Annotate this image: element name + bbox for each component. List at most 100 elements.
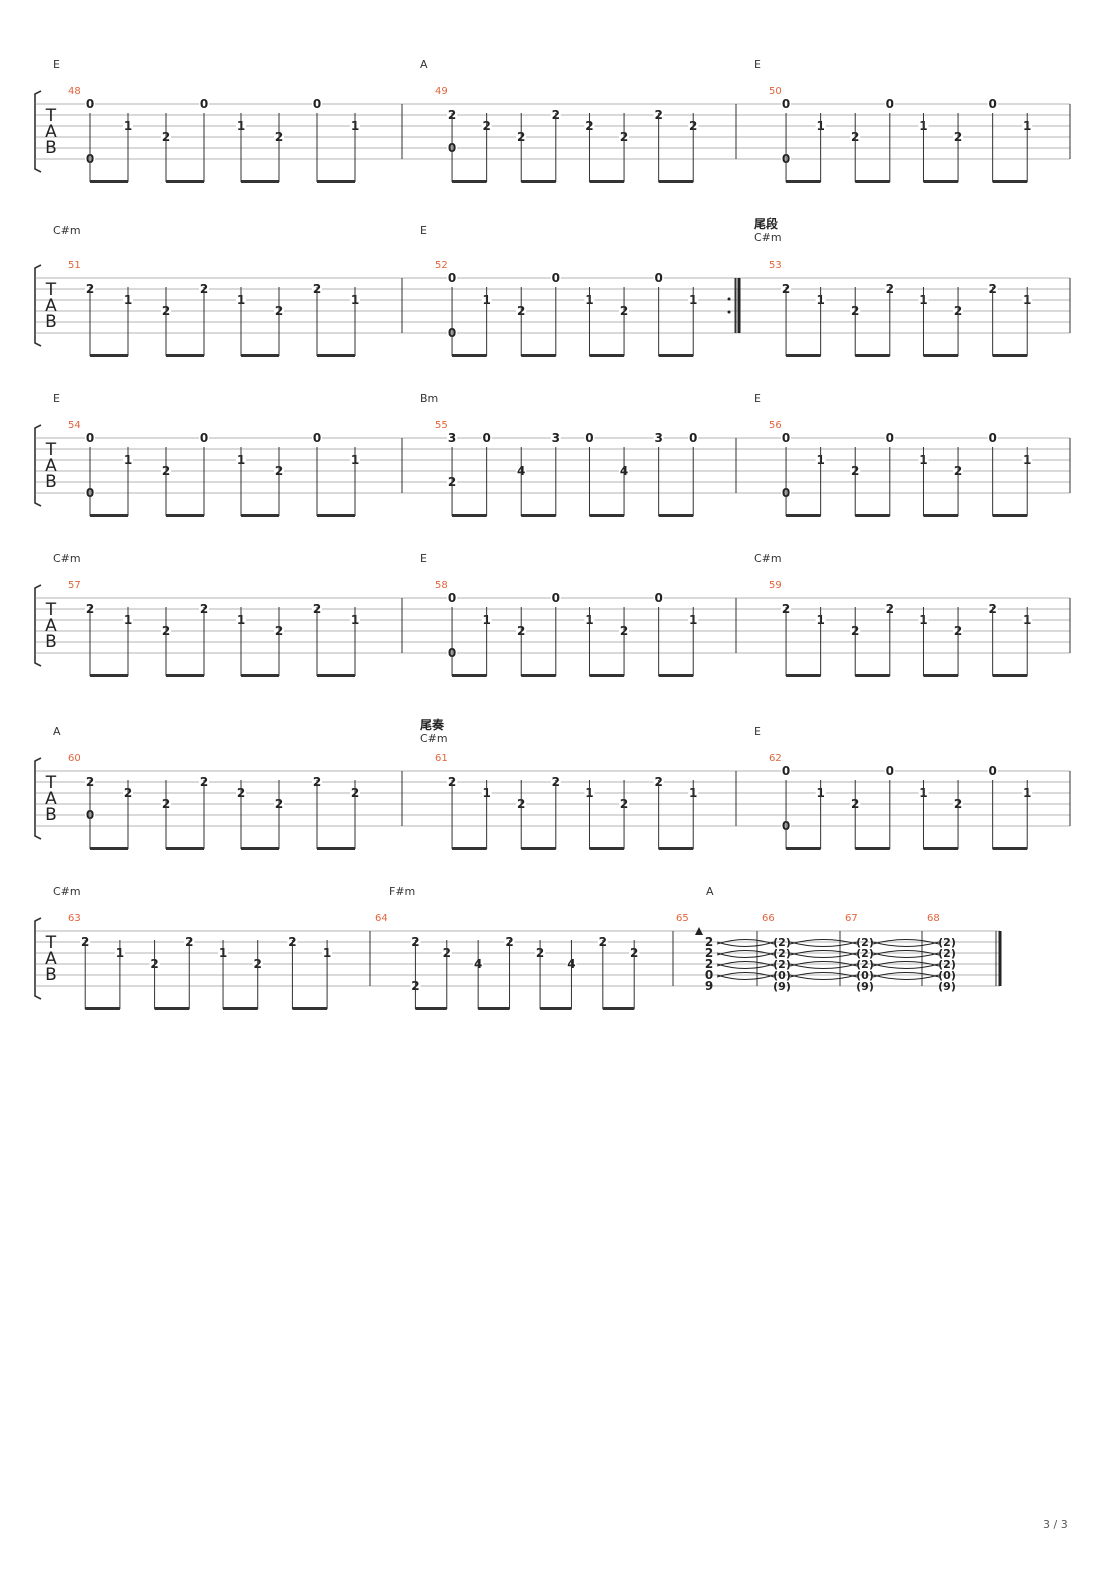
chord-name: A: [53, 725, 61, 738]
tied-fret: (2): [938, 958, 956, 971]
chord-name: E: [53, 58, 60, 71]
eighth-beam: [992, 514, 1028, 517]
eighth-beam: [415, 1007, 447, 1010]
eighth-beam: [658, 180, 694, 183]
tie-arc: [789, 974, 858, 980]
chord-name: C#m: [53, 224, 81, 237]
tab-clef-letter: T: [45, 280, 57, 300]
tied-fret: (9): [856, 980, 874, 993]
fret-backing: [550, 592, 561, 604]
eighth-beam: [452, 674, 487, 677]
measure-number: 53: [769, 260, 782, 271]
fret-number: 0: [448, 271, 456, 285]
fret-number: 0: [988, 764, 996, 778]
tie-arc: [716, 939, 775, 945]
system-bracket: [34, 424, 42, 507]
eighth-beam: [521, 514, 556, 517]
page-number: 3 / 3: [1043, 1518, 1068, 1531]
tab-clef-letter: B: [45, 805, 57, 825]
fret-number: 0: [782, 431, 790, 445]
system-bracket: [34, 584, 42, 667]
tie-arc: [716, 972, 775, 978]
eighth-beam: [478, 1007, 510, 1010]
eighth-beam: [923, 180, 959, 183]
fret-backing: [550, 272, 561, 284]
repeat-dot: [727, 310, 731, 314]
tie-arc: [789, 972, 858, 978]
eighth-beam: [786, 674, 821, 677]
chord-name: C#m: [53, 552, 81, 565]
tab-clef-letter: A: [45, 296, 57, 316]
eighth-beam: [923, 674, 959, 677]
fret-number: 0: [313, 97, 321, 111]
tied-fret: (2): [856, 947, 874, 960]
tab-clef-letter: T: [45, 440, 57, 460]
chord-name: E: [420, 552, 427, 565]
fret-backing: [987, 765, 998, 777]
eighth-beam: [317, 847, 355, 850]
eighth-beam: [90, 354, 128, 357]
measure-number: 52: [435, 260, 448, 271]
eighth-beam: [786, 354, 821, 357]
tied-fret: (2): [773, 936, 791, 949]
tied-fret: (2): [773, 947, 791, 960]
eighth-beam: [166, 354, 204, 357]
tie-arc: [716, 961, 775, 967]
eighth-beam: [521, 354, 556, 357]
fret-backing: [884, 765, 895, 777]
fret-backing: [781, 765, 792, 777]
tab-clef-letter: B: [45, 312, 57, 332]
tied-fret: (2): [938, 947, 956, 960]
tie-arc: [789, 939, 858, 945]
chord-name: A: [420, 58, 428, 71]
eighth-beam: [992, 180, 1028, 183]
fret-backing: [481, 432, 492, 444]
fret-number: 2: [705, 935, 713, 949]
tie-arc: [716, 974, 775, 980]
chord-name: C#m: [420, 732, 448, 745]
tab-clef-letter: A: [45, 616, 57, 636]
fret-backing: [781, 98, 792, 110]
chord-name: E: [754, 58, 761, 71]
fret-backing: [987, 432, 998, 444]
fret-backing: [312, 98, 322, 110]
measure-number: 61: [435, 753, 448, 764]
fret-number: 0: [988, 431, 996, 445]
fret-number: 0: [886, 97, 894, 111]
chord-name: A: [706, 885, 714, 898]
measure-number: 67: [845, 913, 858, 924]
eighth-beam: [658, 847, 694, 850]
eighth-beam: [154, 1007, 190, 1010]
eighth-beam: [241, 514, 279, 517]
tie-arc: [716, 950, 775, 956]
tie-arc: [872, 974, 940, 980]
tie-arc: [789, 950, 858, 956]
fret-number: 0: [552, 591, 560, 605]
eighth-beam: [521, 180, 556, 183]
eighth-beam: [923, 514, 959, 517]
tied-fret: (2): [856, 936, 874, 949]
tie-arc: [789, 941, 858, 947]
tie-arc: [872, 950, 940, 956]
chord-name: C#m: [53, 885, 81, 898]
measure-number: 65: [676, 913, 689, 924]
chord-name: E: [754, 725, 761, 738]
tie-arc: [872, 972, 940, 978]
measure-number: 50: [769, 86, 782, 97]
fret-number: 0: [86, 431, 94, 445]
chord-name: C#m: [754, 231, 782, 244]
eighth-beam: [452, 514, 487, 517]
measure-number: 55: [435, 420, 448, 431]
fret-number: 2: [705, 946, 713, 960]
fret-backing: [653, 432, 664, 444]
tie-arc: [872, 941, 940, 947]
fret-number: 0: [448, 591, 456, 605]
fret-backing: [85, 98, 95, 110]
tab-clef-letter: A: [45, 122, 57, 142]
tied-fret: (2): [856, 958, 874, 971]
eighth-beam: [292, 1007, 328, 1010]
tab-clef-letter: B: [45, 632, 57, 652]
eighth-beam: [923, 354, 959, 357]
eighth-beam: [658, 354, 694, 357]
fret-backing: [987, 98, 998, 110]
